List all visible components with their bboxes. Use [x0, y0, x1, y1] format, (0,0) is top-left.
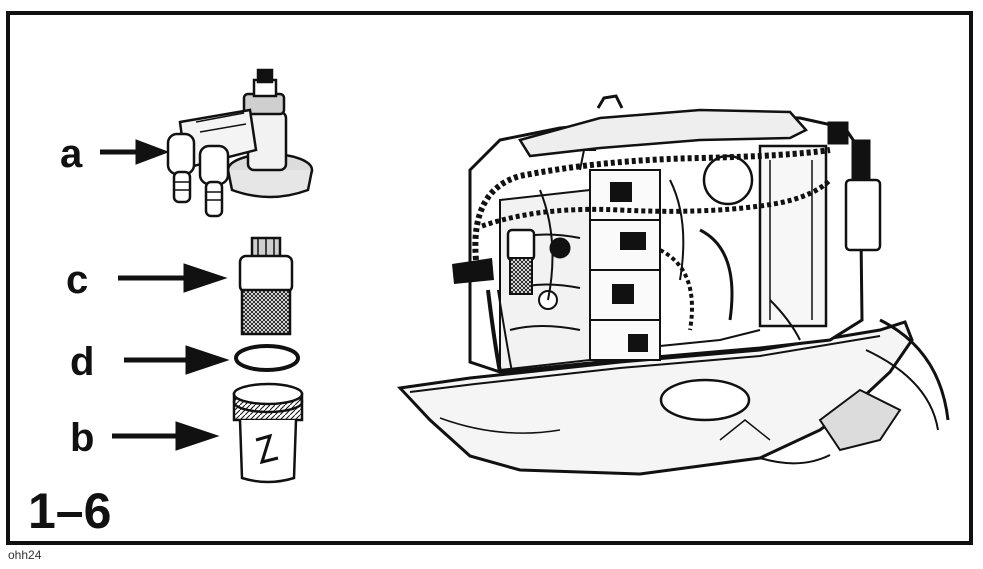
callout-label-c: c: [66, 258, 89, 302]
arrow-right-icon: [124, 345, 230, 375]
arrow-right-icon: [100, 139, 170, 165]
arrow-right-icon: [112, 421, 220, 451]
filter-head-part: [166, 68, 314, 218]
filter-cup-part: [232, 382, 304, 484]
figure-number: 1–6: [28, 483, 112, 539]
callout-label-d: d: [70, 340, 95, 384]
image-code: ohh24: [8, 548, 42, 562]
callout-label-b: b: [70, 416, 95, 460]
arrow-right-icon: [118, 263, 228, 293]
callout-label-a: a: [60, 132, 83, 176]
o-ring-part: [234, 344, 300, 372]
outboard-engine-illustration: [396, 94, 950, 476]
filter-element-part: [238, 236, 294, 336]
